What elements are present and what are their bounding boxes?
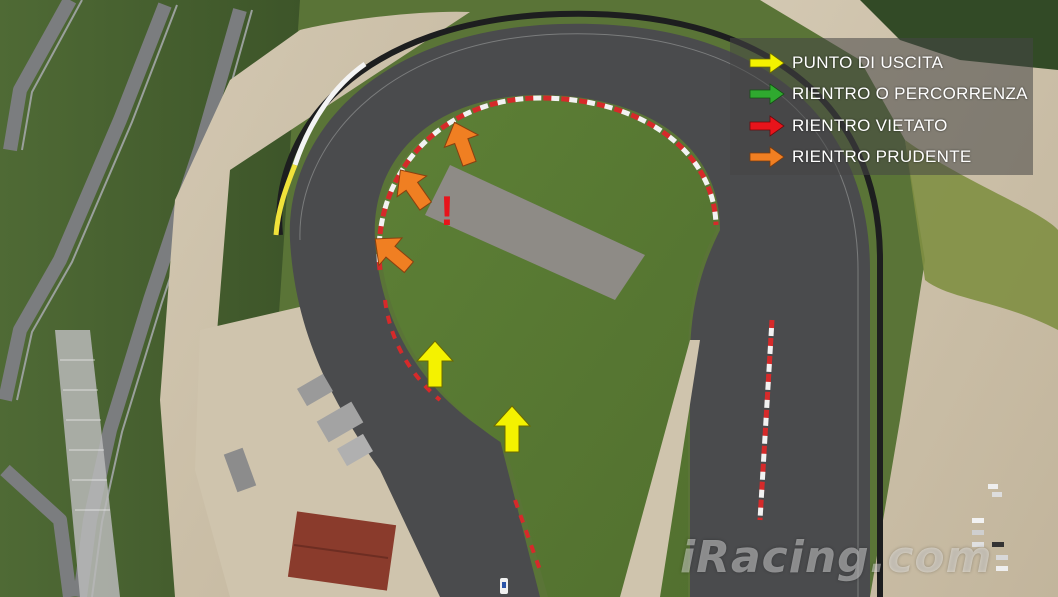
yellow-arrow-icon <box>749 52 785 74</box>
infield-sand-strip <box>620 340 700 597</box>
paddock-lane <box>55 330 120 597</box>
legend-label: RIENTRO VIETATO <box>792 116 948 135</box>
orange-arrow-marker-2 <box>396 169 433 211</box>
yellow-arrow-marker-2 <box>492 405 532 453</box>
legend-item-reentry-forbidden: RIENTRO VIETATO <box>748 113 948 139</box>
warning-exclamation-mark: ! <box>440 187 454 234</box>
infield-concrete-pad <box>425 165 645 300</box>
garage-buildings <box>223 373 373 493</box>
outer-grass-verge <box>905 140 1058 330</box>
green-arrow-icon <box>749 83 785 105</box>
legend-label: RIENTRO O PERCORRENZA <box>792 84 1028 103</box>
race-car <box>500 578 508 594</box>
legend-label: RIENTRO PRUDENTE <box>792 147 972 166</box>
exit-kerb-white <box>757 319 775 521</box>
yellow-arrow-marker-1 <box>415 340 455 388</box>
orange-arrow-marker-1 <box>443 121 480 167</box>
service-area-sand <box>195 300 470 597</box>
inner-runoff-sand <box>160 11 470 597</box>
orange-arrow-marker-3 <box>374 237 415 274</box>
red-arrow-icon <box>749 115 785 137</box>
red-roof-building <box>287 511 397 591</box>
track-surface <box>289 23 870 597</box>
outer-white-line <box>292 61 367 166</box>
legend-label: PUNTO DI USCITA <box>792 53 944 72</box>
iracing-watermark: iRacing.com <box>680 532 993 583</box>
orange-arrow-icon <box>749 146 785 168</box>
paddock-markings <box>60 359 110 511</box>
parked-cars <box>972 484 1008 571</box>
inner-kerb-white <box>376 95 719 271</box>
exit-kerb <box>757 319 775 521</box>
legend-item-reentry-ok: RIENTRO O PERCORRENZA <box>748 81 1028 107</box>
map-legend: PUNTO DI USCITA RIENTRO O PERCORRENZA RI… <box>730 38 1033 175</box>
inner-kerb <box>376 95 719 271</box>
outer-yellow-line <box>273 164 298 236</box>
legend-item-exit-point: PUNTO DI USCITA <box>748 50 943 76</box>
bottom-kerb <box>513 499 542 571</box>
legend-item-reentry-careful: RIENTRO PRUDENTE <box>748 144 972 170</box>
